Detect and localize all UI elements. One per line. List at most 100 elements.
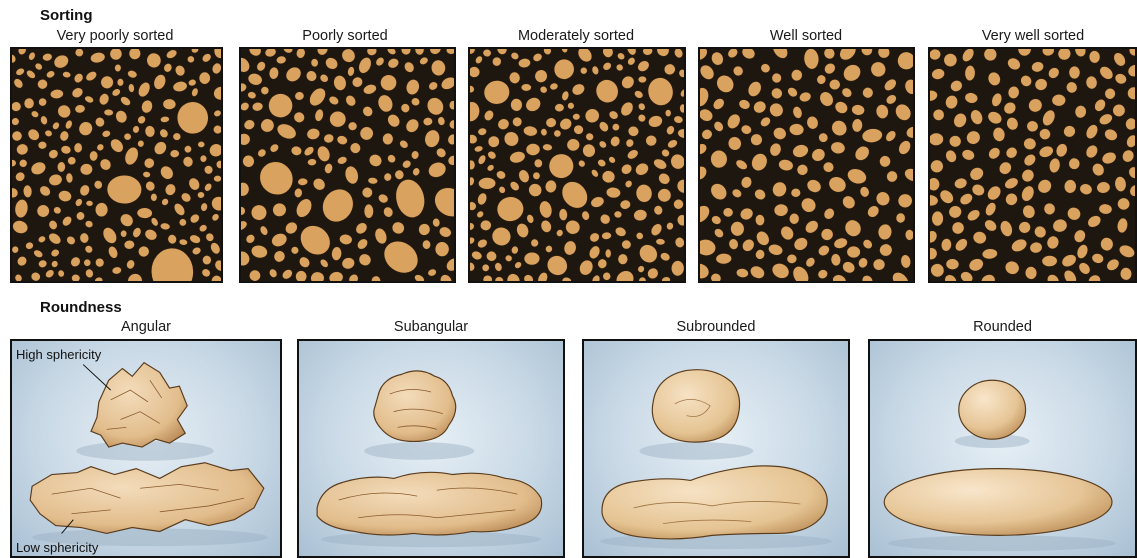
sediment-grain bbox=[283, 64, 304, 85]
sediment-grain bbox=[158, 163, 176, 182]
sediment-grain bbox=[734, 158, 749, 172]
sediment-grain bbox=[700, 128, 714, 141]
sediment-grain bbox=[170, 149, 180, 158]
sediment-grain bbox=[712, 227, 725, 240]
sediment-grain bbox=[771, 72, 783, 84]
sediment-grain bbox=[657, 188, 671, 202]
sediment-grain bbox=[242, 154, 255, 168]
sediment-grain bbox=[930, 228, 939, 245]
sediment-grain bbox=[1120, 267, 1132, 281]
sediment-grain bbox=[707, 180, 730, 203]
sediment-grain bbox=[158, 127, 170, 139]
sediment-grain bbox=[214, 49, 221, 59]
sediment-grain bbox=[248, 202, 269, 223]
sediment-grain bbox=[204, 232, 215, 243]
sediment-grain bbox=[795, 162, 810, 177]
sediment-grain bbox=[401, 159, 413, 170]
label-subrounded: Subrounded bbox=[582, 319, 850, 335]
sediment-grain bbox=[164, 182, 178, 197]
angular-low-sphericity-grain bbox=[30, 463, 264, 534]
sediment-grain bbox=[561, 49, 569, 54]
sediment-grain bbox=[616, 51, 626, 61]
sediment-grain bbox=[879, 155, 892, 168]
sediment-grain bbox=[1035, 177, 1054, 196]
sediment-grain bbox=[1051, 217, 1069, 233]
sediment-grain bbox=[264, 49, 278, 58]
subangular-grains-illustration bbox=[299, 341, 563, 556]
sediment-grain bbox=[250, 244, 269, 260]
sediment-grain bbox=[160, 222, 171, 230]
sediment-grain bbox=[241, 133, 250, 145]
sediment-grain bbox=[1120, 148, 1135, 164]
sediment-grain bbox=[270, 201, 288, 219]
sediment-grain bbox=[125, 270, 146, 281]
sediment-grain bbox=[830, 141, 847, 156]
sediment-grain bbox=[930, 133, 944, 146]
sediment-grain bbox=[272, 249, 287, 264]
sediment-grain bbox=[111, 87, 122, 98]
sediment-grain bbox=[654, 49, 671, 59]
sediment-grain bbox=[1097, 64, 1115, 82]
sediment-grain bbox=[674, 177, 684, 196]
sediment-grain bbox=[815, 74, 827, 86]
sediment-grain bbox=[188, 212, 201, 225]
sediment-grain bbox=[213, 175, 221, 182]
sediment-grain bbox=[736, 268, 749, 279]
high-sphericity-callout: High sphericity bbox=[16, 347, 101, 362]
sediment-grain bbox=[986, 145, 1002, 161]
subrounded-high-sphericity-grain bbox=[652, 370, 739, 442]
sediment-grain bbox=[172, 80, 188, 93]
sediment-grain bbox=[50, 89, 64, 100]
sediment-grain bbox=[997, 159, 1014, 177]
sediment-grain bbox=[830, 253, 841, 266]
sediment-grain bbox=[69, 255, 83, 269]
sediment-grain bbox=[481, 263, 491, 273]
sediment-grain bbox=[339, 49, 358, 65]
sediment-grain bbox=[504, 254, 513, 263]
sediment-grain bbox=[488, 224, 514, 250]
sediment-grain bbox=[949, 135, 962, 148]
sediment-grain bbox=[860, 273, 875, 281]
sediment-grain bbox=[857, 256, 870, 269]
sediment-grain bbox=[524, 252, 540, 266]
sediment-grain bbox=[538, 200, 554, 220]
sediment-grain bbox=[951, 111, 968, 130]
sediment-grain bbox=[905, 229, 913, 240]
sediment-grain bbox=[791, 143, 810, 160]
sediment-grain bbox=[1096, 181, 1111, 194]
sediment-grain bbox=[75, 210, 86, 221]
sediment-grain bbox=[902, 166, 913, 184]
sediment-grain bbox=[942, 52, 958, 68]
sediment-grain bbox=[190, 87, 199, 98]
sediment-grain bbox=[152, 73, 168, 92]
sediment-grain bbox=[786, 254, 797, 264]
sediment-grain bbox=[1056, 49, 1072, 62]
sediment-grain bbox=[678, 68, 684, 78]
sediment-grain bbox=[241, 82, 248, 94]
sediment-grain bbox=[626, 148, 640, 162]
sediment-grain bbox=[679, 104, 684, 113]
sediment-grain bbox=[621, 239, 632, 249]
sediment-grain bbox=[859, 49, 875, 58]
sediment-grain bbox=[554, 103, 564, 112]
sediment-grain bbox=[805, 177, 824, 195]
sediment-grain bbox=[882, 77, 899, 93]
sediment-grain bbox=[145, 52, 162, 69]
sediment-grain bbox=[823, 162, 834, 173]
sediment-grain bbox=[544, 179, 558, 194]
sediment-grain bbox=[822, 61, 837, 76]
sediment-grain bbox=[89, 150, 98, 161]
sediment-grain bbox=[875, 103, 890, 119]
sediment-grain bbox=[173, 64, 187, 78]
sediment-grain bbox=[749, 132, 765, 148]
sediment-grain bbox=[585, 132, 595, 142]
sediment-grain bbox=[958, 269, 974, 281]
sediment-grain bbox=[778, 224, 796, 243]
sediment-grain bbox=[268, 267, 279, 278]
sediment-grain bbox=[700, 107, 715, 124]
sediment-grain bbox=[1023, 137, 1037, 150]
sediment-grain bbox=[331, 246, 342, 261]
sediment-grain bbox=[960, 148, 976, 162]
sediment-grain bbox=[491, 55, 503, 67]
sediment-grain bbox=[930, 157, 946, 175]
